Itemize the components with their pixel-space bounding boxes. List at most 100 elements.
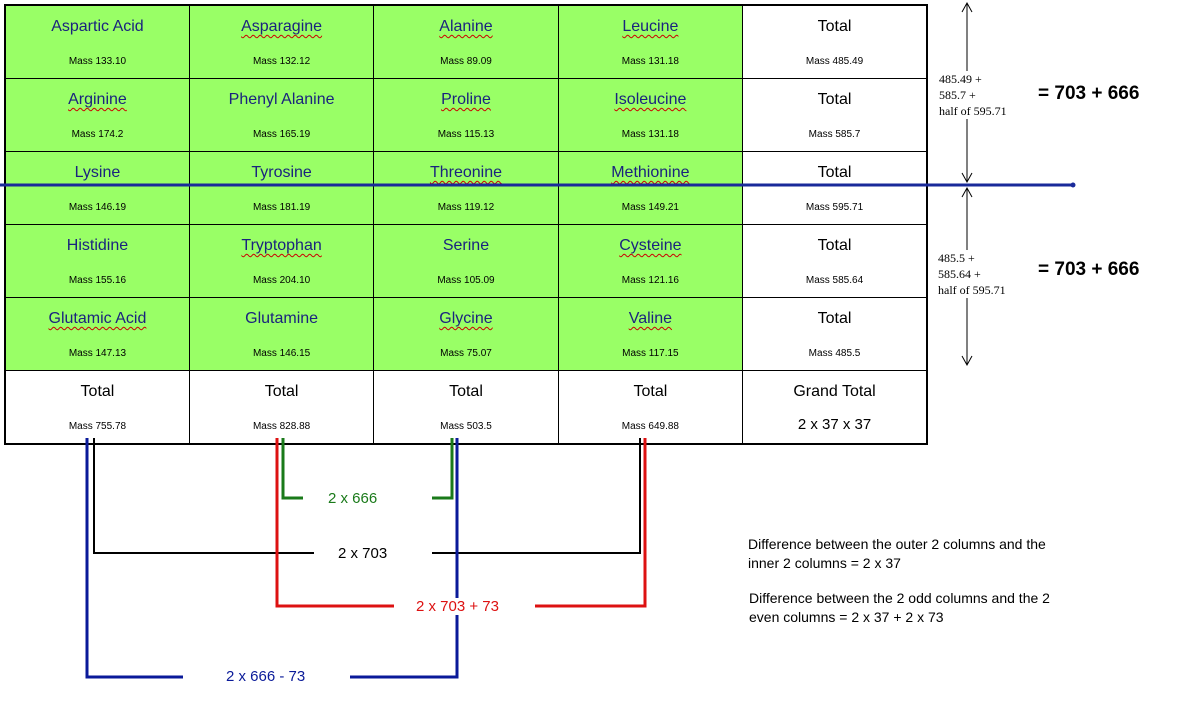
mass-value: Mass 117.15 bbox=[622, 348, 679, 359]
total-label: Total bbox=[264, 383, 299, 400]
mass-value: Mass 146.19 bbox=[68, 202, 127, 213]
mass-value: Mass 132.12 bbox=[252, 56, 311, 67]
mass-value: Mass 181.19 bbox=[252, 202, 311, 213]
grand-total-label: Grand Total bbox=[793, 383, 876, 400]
amino-acid-name: Arginine bbox=[68, 91, 127, 108]
mass-value: Mass 75.07 bbox=[440, 348, 492, 359]
mass-value: Mass 155.16 bbox=[68, 275, 127, 286]
black-bracket-label: 2 x 703 bbox=[330, 545, 396, 562]
black-bracket bbox=[93, 438, 314, 554]
top-sum-note: 485.49 + 585.7 + half of 595.71 bbox=[939, 71, 1007, 119]
total-label: Total bbox=[633, 383, 668, 400]
amino-acid-name: Glycine bbox=[439, 310, 493, 327]
grand-total-value: 2 x 37 x 37 bbox=[797, 416, 872, 433]
mass-value: Mass 174.2 bbox=[71, 129, 124, 140]
divider-end-dot bbox=[1070, 182, 1076, 188]
amino-acid-name: Cysteine bbox=[619, 237, 682, 254]
amino-acid-name: Asparagine bbox=[241, 18, 323, 35]
mass-value: Mass 131.18 bbox=[621, 56, 679, 67]
amino-acid-name: Glutamic Acid bbox=[48, 310, 147, 327]
top-equation: = 703 + 666 bbox=[1038, 83, 1140, 104]
mass-value: Mass 89.09 bbox=[440, 56, 492, 67]
amino-acid-name: Lysine bbox=[74, 164, 121, 181]
mass-value: Mass 149.21 bbox=[621, 202, 679, 213]
mass-value: Mass 204.10 bbox=[252, 275, 311, 286]
amino-acid-name: Methionine bbox=[611, 164, 690, 181]
total-label: Total bbox=[817, 91, 852, 108]
mass-value: Mass 485.5 bbox=[808, 348, 861, 359]
mass-value: Mass 649.88 bbox=[621, 421, 679, 432]
blue-bracket-label: 2 x 666 - 73 bbox=[218, 668, 314, 685]
mass-value: Mass 131.18 bbox=[621, 129, 679, 140]
amino-acid-name: Isoleucine bbox=[614, 91, 687, 108]
total-label: Total bbox=[817, 18, 852, 35]
red-bracket-label: 2 x 703 + 73 bbox=[408, 598, 507, 615]
amino-acid-name: Threonine bbox=[429, 164, 502, 181]
mass-value: Mass 585.7 bbox=[808, 129, 861, 140]
mass-value: Mass 119.12 bbox=[437, 202, 495, 213]
amino-acid-name: Aspartic Acid bbox=[51, 18, 144, 35]
red-bracket bbox=[535, 438, 647, 608]
amino-acid-name: Serine bbox=[442, 237, 490, 254]
amino-acid-name: Tyrosine bbox=[251, 164, 312, 181]
blue-bracket bbox=[85, 438, 183, 679]
mass-value: Mass 485.49 bbox=[805, 56, 864, 67]
mass-value: Mass 115.13 bbox=[437, 129, 495, 140]
green-bracket-label: 2 x 666 bbox=[320, 490, 386, 507]
grand-total-cell: Grand Total 2 x 37 x 37 bbox=[742, 370, 928, 445]
mass-value: Mass 755.78 bbox=[68, 421, 127, 432]
total-label: Total bbox=[817, 164, 852, 181]
mass-value: Mass 585.64 bbox=[805, 275, 864, 286]
green-bracket bbox=[281, 438, 303, 500]
outer-inner-difference-note: Difference between the outer 2 columns a… bbox=[748, 536, 1046, 571]
green-bracket bbox=[432, 438, 454, 500]
mass-value: Mass 121.16 bbox=[621, 275, 679, 286]
total-label: Total bbox=[817, 310, 852, 327]
total-label: Total bbox=[817, 237, 852, 254]
amino-acid-name: Valine bbox=[628, 310, 673, 327]
mass-value: Mass 503.5 bbox=[440, 421, 492, 432]
amino-acid-name: Leucine bbox=[622, 18, 679, 35]
amino-acid-name: Histidine bbox=[66, 237, 129, 254]
mass-value: Mass 595.71 bbox=[805, 202, 864, 213]
amino-acid-name: Tryptophan bbox=[241, 237, 322, 254]
bottom-equation: = 703 + 666 bbox=[1038, 259, 1140, 280]
mass-value: Mass 147.13 bbox=[68, 348, 127, 359]
blue-bracket bbox=[350, 438, 459, 679]
total-label: Total bbox=[80, 383, 115, 400]
mass-value: Mass 828.88 bbox=[252, 421, 311, 432]
amino-acid-name: Phenyl Alanine bbox=[228, 91, 335, 108]
mass-value: Mass 105.09 bbox=[437, 275, 495, 286]
total-label: Total bbox=[449, 383, 483, 400]
bottom-sum-note: 485.5 + 585.64 + half of 595.71 bbox=[938, 250, 1006, 298]
black-bracket bbox=[432, 438, 641, 554]
red-bracket bbox=[275, 438, 394, 608]
amino-acid-name: Glutamine bbox=[245, 310, 319, 327]
